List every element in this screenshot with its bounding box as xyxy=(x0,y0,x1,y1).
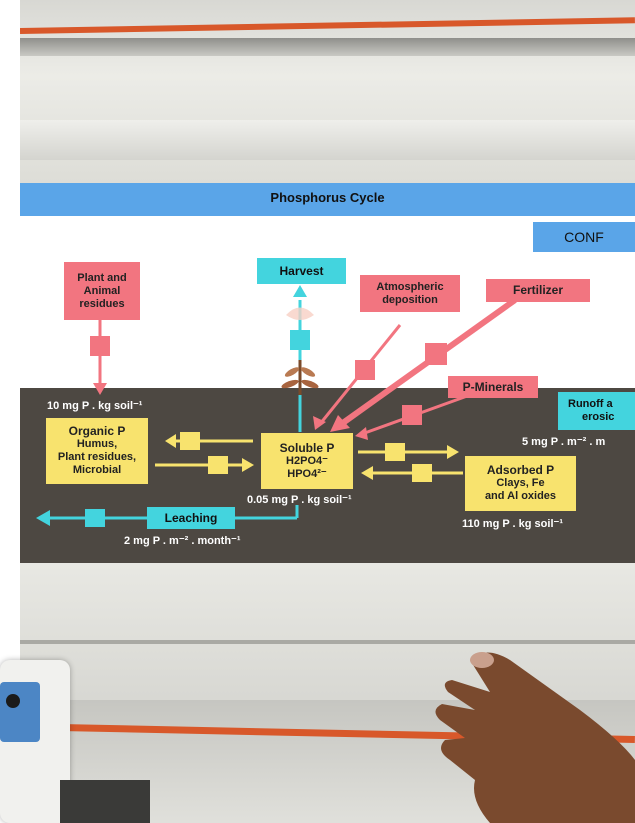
wall-groove xyxy=(20,640,635,644)
fertilizer-box[interactable]: Fertilizer xyxy=(486,279,590,302)
conf-label: CONF xyxy=(564,229,604,245)
title-bar xyxy=(20,183,635,216)
organic-p-line-1: Humus, xyxy=(76,438,118,450)
atmospheric-deposition-box[interactable]: Atmospheric deposition xyxy=(360,275,460,312)
adsorbed-p-line-1: Clays, Fe xyxy=(496,477,545,489)
plant-residue-rate: 8 mg P . m⁻¹ . month⁻¹ xyxy=(36,242,153,254)
runoff-rate: 5 mg P . m⁻² . m xyxy=(522,436,606,448)
controller-grip xyxy=(60,780,150,823)
runoff-line-1: Runoff a xyxy=(568,398,613,410)
p-minerals-arrow-node xyxy=(402,405,422,425)
page-title: Phosphorus Cycle xyxy=(270,190,385,205)
controller-button-icon[interactable] xyxy=(6,694,20,708)
controller-screen xyxy=(0,682,40,742)
soluble-p-line-1: H2PO4⁻ xyxy=(286,454,328,467)
atmospheric-line-2: deposition xyxy=(382,293,438,306)
leaching-rate: 2 mg P . m⁻² . month⁻¹ xyxy=(124,535,241,547)
harvest-box[interactable]: Harvest xyxy=(257,258,346,284)
soluble-to-adsorbed-arrow-head xyxy=(447,445,459,459)
soluble-p-concentration: 0.05 mg P . kg soil⁻¹ xyxy=(247,494,352,506)
harvest-label: Harvest xyxy=(279,263,324,278)
leaching-box[interactable]: Leaching xyxy=(147,507,235,529)
adsorbed-p-line-2: and Al oxides xyxy=(484,490,557,502)
leaching-arrow-head xyxy=(36,510,50,526)
residue-arrow-node xyxy=(90,336,110,356)
adsorbed-to-soluble-node xyxy=(412,464,432,482)
runoff-erosion-box[interactable]: Runoff a erosic xyxy=(558,392,635,430)
atmospheric-rate: 2 mg P . m⁻² . month⁻¹ xyxy=(339,318,456,330)
atmospheric-arrow-node xyxy=(355,360,375,380)
organic-p-title: Organic P xyxy=(68,424,126,438)
atmospheric-line-1: Atmospheric xyxy=(376,280,444,293)
p-minerals-arrow-head xyxy=(355,427,368,440)
runoff-line-2: erosic xyxy=(582,411,615,423)
atmospheric-arrow-head xyxy=(313,416,326,430)
organic-p-concentration: 10 mg P . kg soil⁻¹ xyxy=(47,400,143,412)
adsorbed-p-box[interactable]: Adsorbed P Clays, Fe and Al oxides xyxy=(465,456,576,511)
p-minerals-rate: 0.2 mg P . m⁻² . month⁻¹ xyxy=(456,361,582,373)
ceiling-edge xyxy=(20,120,635,160)
harvest-arrow-head xyxy=(293,285,307,297)
plant-residues-line-2: Animal xyxy=(83,284,121,297)
leaching-label: Leaching xyxy=(164,510,218,525)
plant-residues-line-3: residues xyxy=(79,297,125,310)
leaching-arrow-node xyxy=(85,509,105,527)
adsorbed-to-soluble-arrow-head xyxy=(361,466,373,480)
soluble-to-organic-arrow-head xyxy=(165,434,176,448)
soluble-to-adsorbed-node xyxy=(385,443,405,461)
p-minerals-label: P-Minerals xyxy=(462,379,524,394)
fertilizer-arrow-node xyxy=(425,343,447,365)
ceiling-shadow-bar xyxy=(20,38,635,56)
plant-residues-line-1: Plant and xyxy=(77,271,127,284)
organic-p-line-2: Plant residues, xyxy=(57,451,137,463)
soluble-p-line-2: HPO4²⁻ xyxy=(287,467,327,480)
organic-p-line-3: Microbial xyxy=(72,464,122,476)
harvest-arrow-node xyxy=(290,330,310,350)
fertilizer-label: Fertilizer xyxy=(512,283,563,297)
organic-to-soluble-node xyxy=(208,456,228,474)
adsorbed-p-concentration: 110 mg P . kg soil⁻¹ xyxy=(462,518,563,530)
p-minerals-box[interactable]: P-Minerals xyxy=(448,376,538,398)
fertilizer-arrow-head xyxy=(330,415,350,432)
conf-button[interactable]: CONF xyxy=(533,222,635,252)
soluble-p-box[interactable]: Soluble P H2PO4⁻ HPO4²⁻ xyxy=(261,433,353,489)
soluble-to-organic-node xyxy=(180,432,200,450)
residue-arrow-head xyxy=(93,383,107,395)
organic-to-soluble-arrow-head xyxy=(242,458,254,472)
harvest-p-rate: 200 mg P . m⁻² . month⁻¹ xyxy=(229,241,358,253)
harvest-wheat-rate: 5.12 kg Whean . m⁻² . month⁻¹ xyxy=(214,224,372,236)
adsorbed-p-title: Adsorbed P xyxy=(486,463,555,477)
soluble-p-title: Soluble P xyxy=(279,440,335,455)
fertilizer-rate: 0 mg P . m⁻² . month⁻¹ xyxy=(486,263,603,275)
plant-icon xyxy=(281,307,319,395)
plant-residues-box[interactable]: Plant and Animal residues xyxy=(64,262,140,320)
hand-icon xyxy=(435,652,635,823)
left-pillar xyxy=(0,0,20,823)
organic-p-box[interactable]: Organic P Humus, Plant residues, Microbi… xyxy=(46,418,148,484)
